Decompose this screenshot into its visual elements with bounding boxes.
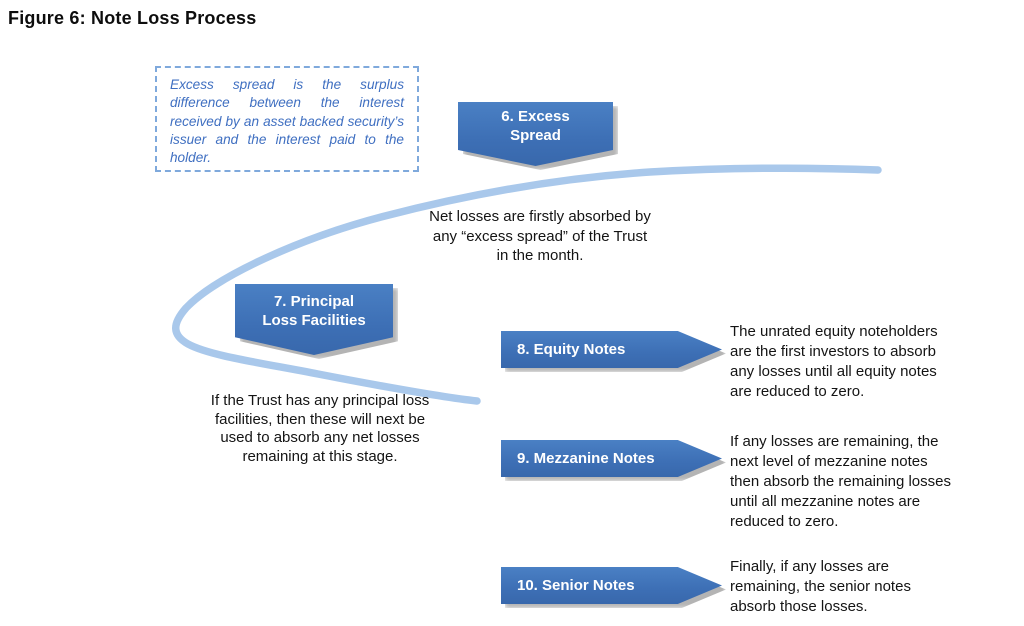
step-excess-spread-description: Net losses are firstly absorbed by any “… <box>429 208 651 264</box>
figure-title: Figure 6: Note Loss Process <box>8 8 257 28</box>
step-equity-notes-description: The unrated equity noteholders are the f… <box>730 323 938 400</box>
step-senior-notes-label: 10. Senior Notes <box>517 577 635 594</box>
step-senior-notes-description: Finally, if any losses are remaining, th… <box>730 558 911 615</box>
step-excess-spread-banner[interactable]: 6. Excess Spread <box>458 102 618 170</box>
step-excess-spread-label: 6. Excess Spread <box>501 108 570 144</box>
arrow-shape <box>501 567 722 604</box>
arrow-shape <box>501 440 722 477</box>
banner-shape <box>235 284 393 355</box>
step-senior-notes-arrow[interactable]: 10. Senior Notes <box>501 567 726 608</box>
step-principal-loss-facilities-description: If the Trust has any principal loss faci… <box>210 392 430 465</box>
step-mezzanine-notes-arrow[interactable]: 9. Mezzanine Notes <box>501 440 726 481</box>
arrow-shape <box>501 331 722 368</box>
step-mezzanine-notes-label: 9. Mezzanine Notes <box>517 450 655 467</box>
excess-spread-definition-box: Excess spread is the surplus difference … <box>155 66 419 172</box>
step-principal-loss-facilities-label: 7. Principal Loss Facilities <box>262 293 366 329</box>
step-principal-loss-facilities-banner[interactable]: 7. Principal Loss Facilities <box>235 284 398 359</box>
step-equity-notes-arrow[interactable]: 8. Equity Notes <box>501 331 726 372</box>
banner-shape <box>458 102 613 166</box>
excess-spread-definition-text: Excess spread is the surplus difference … <box>170 77 404 166</box>
step-equity-notes-label: 8. Equity Notes <box>517 341 626 358</box>
step-mezzanine-notes-description: If any losses are remaining, the next le… <box>730 433 951 530</box>
